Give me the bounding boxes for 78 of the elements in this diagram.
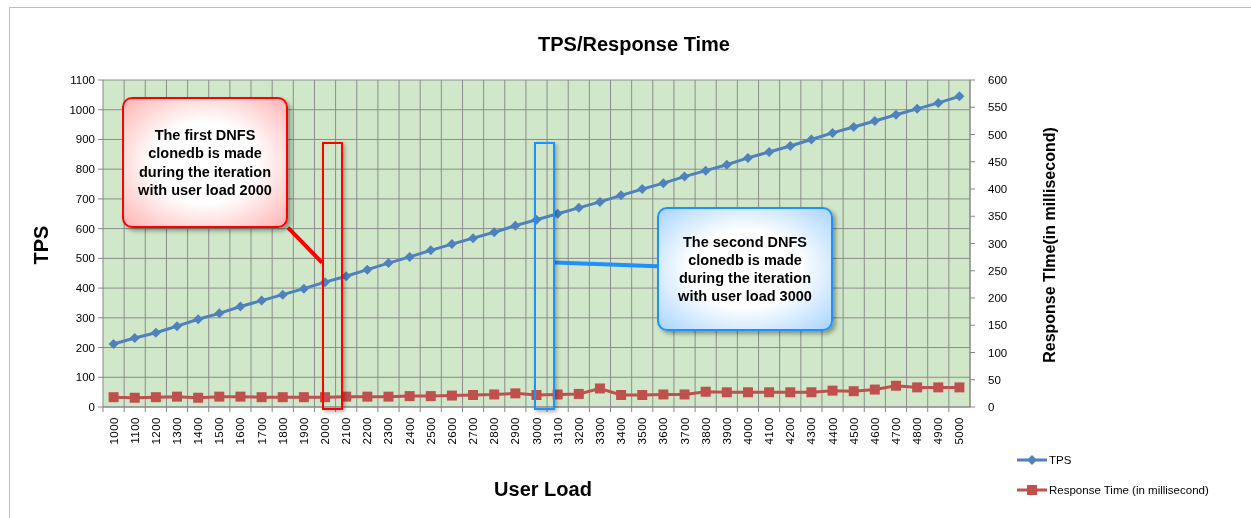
x-tick-label: 1100 xyxy=(128,417,141,444)
x-tick-label: 3200 xyxy=(572,417,585,445)
y-tick-label: 500 xyxy=(75,252,95,265)
x-tick-label: 2300 xyxy=(382,417,395,445)
x-tick-label: 3500 xyxy=(636,417,649,445)
callout-box xyxy=(657,207,833,331)
x-tick-label: 1900 xyxy=(297,417,310,445)
x-tick-label: 2900 xyxy=(509,417,522,445)
secondary-y-tick-label: 250 xyxy=(988,264,1008,277)
y-tick-label: 100 xyxy=(75,371,95,384)
x-tick-label: 2400 xyxy=(403,417,416,445)
chart-title: TPS/Response Time xyxy=(538,33,730,55)
x-tick-label: 2700 xyxy=(467,417,480,445)
secondary-y-tick-label: 200 xyxy=(988,292,1008,304)
x-tick-label: 4500 xyxy=(847,417,860,445)
x-tick-label: 3100 xyxy=(551,417,564,445)
secondary-y-axis-title: Response TIme(in millisecond) xyxy=(1041,127,1058,363)
y-tick-label: 0 xyxy=(88,401,95,413)
secondary-y-tick-label: 500 xyxy=(988,128,1008,141)
x-tick-label: 4700 xyxy=(890,417,902,445)
y-tick-label: 1100 xyxy=(70,74,95,86)
x-tick-label: 4300 xyxy=(805,417,818,445)
x-tick-label: 1500 xyxy=(213,417,226,445)
secondary-y-tick-label: 450 xyxy=(988,155,1008,168)
x-tick-label: 3900 xyxy=(720,417,733,445)
y-tick-label: 700 xyxy=(75,192,95,205)
y-tick-label: 900 xyxy=(75,133,95,146)
x-tick-label: 4900 xyxy=(932,417,945,445)
highlight-box xyxy=(322,142,343,410)
y-tick-label: 600 xyxy=(75,222,95,235)
x-tick-label: 3800 xyxy=(699,417,712,445)
secondary-y-tick-label: 50 xyxy=(988,373,1001,386)
x-axis-title: User Load xyxy=(494,478,592,500)
y-axis-title: TPS xyxy=(30,225,52,265)
x-tick-label: 1400 xyxy=(192,417,205,445)
x-tick-label: 4200 xyxy=(784,417,797,445)
secondary-y-tick-label: 300 xyxy=(988,237,1008,250)
y-tick-label: 800 xyxy=(75,163,95,176)
x-tick-label: 4100 xyxy=(763,417,776,445)
secondary-y-tick-label: 550 xyxy=(988,101,1008,114)
x-tick-label: 5000 xyxy=(953,417,966,445)
callout-text: The first DNFS clonedb is made during the iteration with user load 2000 xyxy=(137,126,273,199)
x-tick-label: 4400 xyxy=(826,417,839,445)
y-tick-label: 400 xyxy=(75,282,95,295)
x-tick-label: 2600 xyxy=(445,417,458,445)
x-tick-label: 1700 xyxy=(255,417,268,445)
x-tick-label: 2200 xyxy=(361,417,374,445)
secondary-y-tick-label: 600 xyxy=(988,74,1008,86)
secondary-y-tick-label: 150 xyxy=(988,319,1008,332)
x-tick-label: 1600 xyxy=(234,417,247,445)
x-tick-label: 3300 xyxy=(593,417,606,445)
x-tick-label: 3400 xyxy=(615,417,628,445)
x-tick-label: 1300 xyxy=(171,417,183,445)
y-tick-label: 1000 xyxy=(69,103,95,116)
legend-label: Response Time (in millisecond) xyxy=(1049,484,1209,496)
callout-box xyxy=(122,97,288,228)
y-tick-label: 300 xyxy=(75,311,95,324)
x-tick-label: 1800 xyxy=(276,417,289,445)
highlight-box xyxy=(534,142,555,410)
callout-text: The second DNFS clonedb is made during the iteration with user load 3000 xyxy=(677,232,813,306)
secondary-y-tick-label: 100 xyxy=(988,346,1008,359)
secondary-y-tick-label: 350 xyxy=(988,210,1008,223)
y-tick-label: 200 xyxy=(75,341,95,354)
x-tick-label: 3000 xyxy=(530,417,543,445)
x-tick-label: 4800 xyxy=(911,417,924,445)
x-tick-label: 1200 xyxy=(149,417,162,445)
x-tick-label: 2800 xyxy=(488,417,501,445)
x-tick-label: 2500 xyxy=(424,417,437,445)
x-tick-label: 3600 xyxy=(657,417,670,445)
secondary-y-tick-label: 0 xyxy=(988,401,995,413)
x-tick-label: 1000 xyxy=(107,417,120,445)
secondary-y-tick-label: 400 xyxy=(988,183,1008,195)
x-tick-label: 3700 xyxy=(678,417,691,445)
legend-label: TPS xyxy=(1049,454,1072,466)
x-tick-label: 2100 xyxy=(340,417,353,445)
x-tick-label: 2000 xyxy=(319,417,332,445)
x-tick-label: 4000 xyxy=(741,417,754,445)
x-tick-label: 4600 xyxy=(868,417,881,445)
